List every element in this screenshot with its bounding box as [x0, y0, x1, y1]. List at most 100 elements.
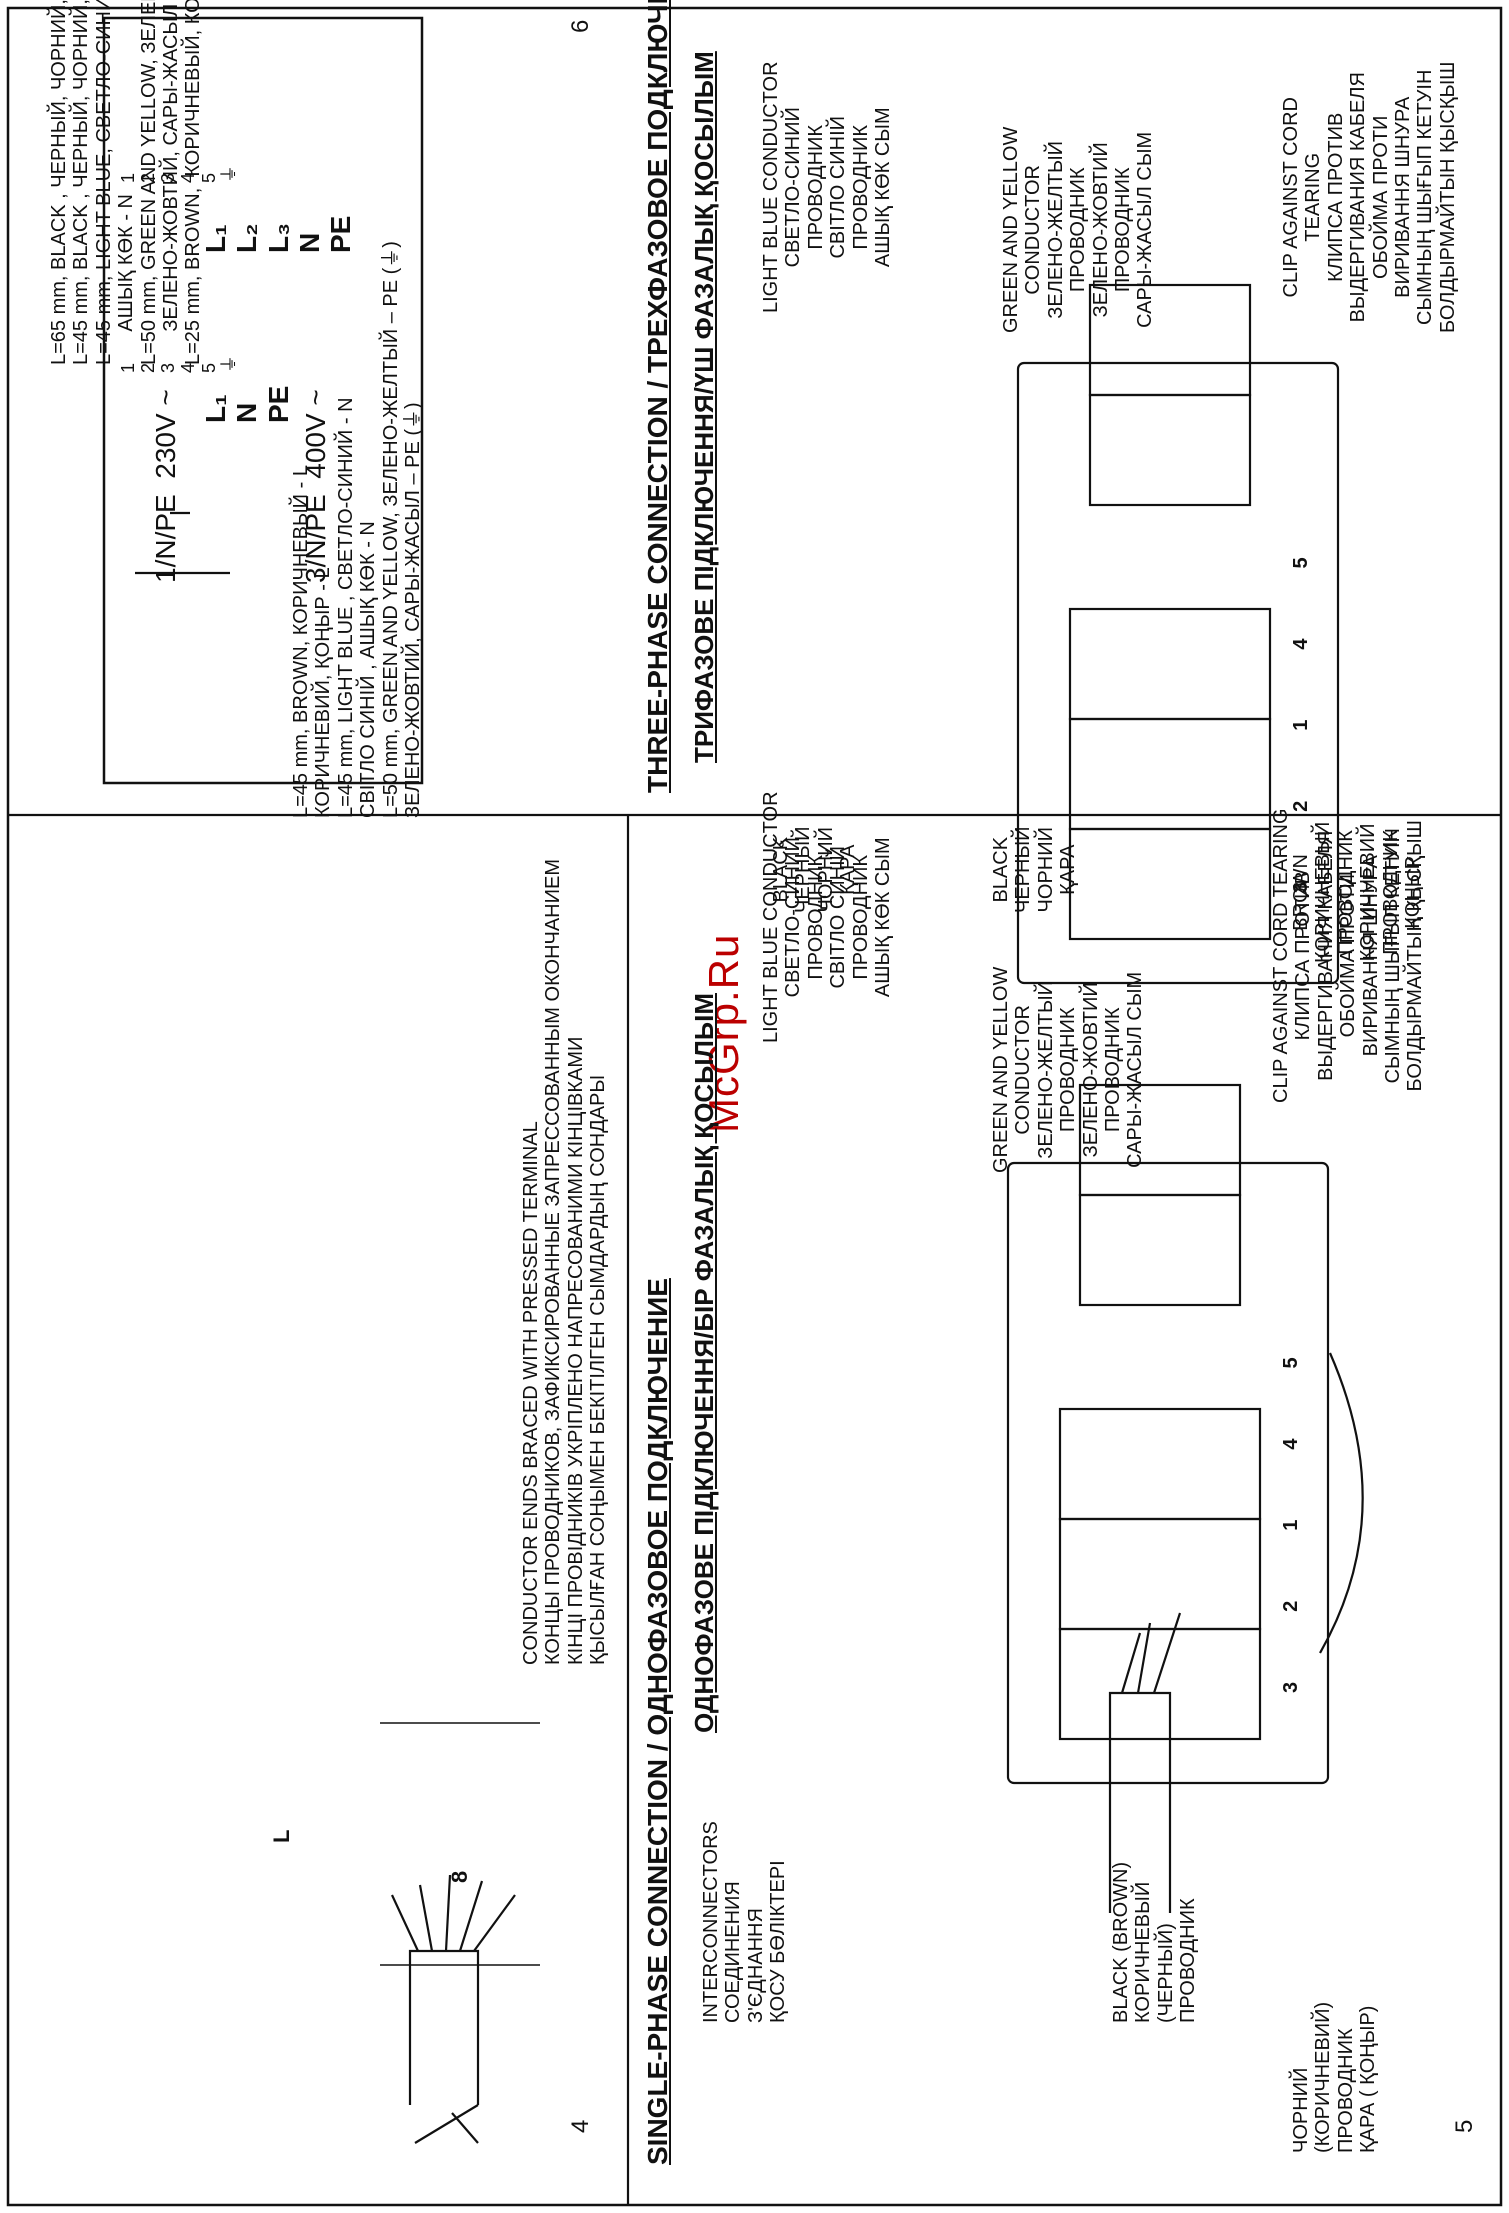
page-border — [6, 6, 1503, 2207]
schema-group-label: L₃ — [262, 222, 294, 253]
label-line: ВЫДЕРГИВАНИЯ КАБЕЛЯ — [1347, 72, 1370, 323]
label-line: CONDUCTOR — [1012, 1005, 1035, 1135]
cable3-length-line: L=50 mm, GREEN AND YELLOW, ЗЕЛЕНО-ЖЕЛТЫЙ… — [379, 241, 402, 818]
conductor-note-line: КІНЦІ ПРОВІДНИКІВ УКРІПЛЕНО НАПРЕСОВАНИМ… — [564, 1036, 587, 1665]
terminal-number: 5 — [1280, 1357, 1302, 1369]
label-line: ПРОВОДНИК — [1177, 1898, 1200, 2023]
three-phase-title: THREE-PHASE CONNECTION / ТРЕХФАЗОВОЕ ПОД… — [642, 0, 673, 793]
label-line: ПРОВОДНИК — [1111, 167, 1134, 293]
label-line: КОРИЧНЕВЫЙ — [1132, 1881, 1155, 2023]
label-line: ҚОСУ БӨЛІКТЕРІ — [767, 1860, 790, 2023]
label-line: ҚАРА — [837, 844, 860, 895]
label-line: ЧОРНИЙ — [1034, 827, 1057, 913]
ground-icon: ⏚ — [218, 355, 239, 373]
label-line: (ЧЕРНЫЙ) — [1154, 1923, 1177, 2023]
schema-terminal-number: 1 — [118, 362, 138, 373]
cable-length-line: L=45 mm, BLACK , ЧЕРНЫЙ, ЧОРНИЙ, ҚАРА - … — [70, 0, 93, 365]
terminal-number: 1 — [1280, 1519, 1302, 1531]
label-line: ПРОВОДНИК — [1057, 1007, 1080, 1133]
label-brown: BROWN КОРИЧНЕВЫЙ ПРОВОДНИК КОРИЧНЕВИЙ ПР… — [1290, 822, 1424, 963]
schema-group-label: N — [294, 232, 326, 253]
single-phase-title: SINGLE-PHASE CONNECTION / ОДНОФАЗОВОЕ ПО… — [642, 1278, 673, 2165]
label-black-1: BLACK ЧЕРНЫЙ ЧОРНИЙ ҚАРА — [770, 826, 860, 913]
terminal-number: 4 — [1280, 1438, 1302, 1450]
label-line: САРЫ-ЖАСЫЛ СЫМ — [1134, 131, 1157, 328]
page-number-left-top: 4 — [567, 2119, 594, 2133]
schema-box — [102, 16, 424, 785]
label-line: З'ЄДНАННЯ — [744, 1908, 767, 2023]
label-line: CLIP AGAINST CORD — [1280, 97, 1302, 298]
schema-terminal-number: 3 — [158, 362, 179, 373]
terminal-number: 4 — [1290, 638, 1312, 650]
cable3-length-line: ЗЕЛЕНО-ЖОВТИЙ, САРЫ-ЖАСЫЛ – PE (⏚) — [401, 402, 424, 818]
label-line: BLACK — [990, 836, 1012, 903]
label-line: ПРОВОДНИК — [849, 124, 872, 250]
conductor-note-line: CONDUCTOR ENDS BRACED WITH PRESSED TERMI… — [520, 1121, 542, 1665]
five-wire-cable-drawing — [380, 1722, 540, 2144]
strip-dimension-label: 8 — [447, 1870, 472, 1883]
schema-terminal-number: 5 — [198, 362, 219, 373]
single-phase-terminal-block — [1006, 1083, 1364, 1785]
label-line: СОЕДИНЕНИЯ — [722, 1881, 745, 2023]
terminal-number: 5 — [1290, 557, 1312, 569]
conductor-note: CONDUCTOR ENDS BRACED WITH PRESSED TERMI… — [520, 859, 610, 1665]
label-black-brown: BLACK (BROWN) КОРИЧНЕВЫЙ (ЧЕРНЫЙ) ПРОВОД… — [1110, 1862, 1200, 2023]
schema-single-groups: L₁ N PE — [200, 386, 294, 423]
conductor-note-line: КОНЦЫ ПРОВОДНИКОВ, ЗАФИКСИРОВАННЫЕ ЗАПРЕ… — [542, 859, 565, 1665]
terminal-number: 1 — [1290, 719, 1312, 731]
label-line: ПРОВОДНИК — [1101, 1007, 1124, 1133]
label-line: КОРИЧНЕВИЙ — [1357, 823, 1380, 962]
label-line: САРЫ-ЖАСЫЛ СЫМ — [1124, 971, 1147, 1168]
label-clip-three: CLIP AGAINST CORD TEARING КЛИПСА ПРОТИВ … — [1280, 61, 1459, 333]
three-phase-subtitle: ТРИФАЗОВЕ ПІДКЛЮЧЕННЯ/ҮШ ФАЗАЛЫҚ ҚОСЫЛЫМ — [689, 51, 719, 763]
label-line: ВИРИВАННЯ ШНУРА — [1391, 96, 1414, 298]
label-line: ЧЕРНЫЙ — [792, 826, 815, 913]
label-line: ЧОРНИЙ — [1290, 2067, 1312, 2153]
label-line: (КОРИЧНЕВИЙ) — [1312, 2001, 1335, 2153]
label-line: ЗЕЛЕНО-ЖЕЛТЫЙ — [1044, 140, 1067, 319]
schema-three-terminals: 1 2 3 4 5 ⏚ — [118, 165, 239, 183]
schema-group-label: L₁ — [200, 394, 231, 423]
label-line: ОБОЙМА ПРОТИ — [1369, 115, 1392, 279]
schema-terminal-number: 3 — [158, 172, 179, 183]
label-line: ЧЕРНЫЙ — [1012, 826, 1035, 913]
label-interconnectors: INTERCONNECTORS СОЕДИНЕНИЯ З'ЄДНАННЯ ҚОС… — [700, 1821, 790, 2023]
label-green-yellow-single: GREEN AND YELLOW CONDUCTOR ЗЕЛЕНО-ЖЕЛТЫЙ… — [990, 967, 1147, 1173]
label-line: СВІТЛО СИНІЙ — [827, 115, 850, 259]
label-line: ЗЕЛЕНО-ЖОВТИЙ — [1079, 982, 1102, 1158]
schema-three-groups: L₁ L₂ L₃ N PE — [200, 216, 357, 253]
label-black-2: BLACK ЧЕРНЫЙ ЧОРНИЙ ҚАРА — [990, 826, 1080, 913]
terminal-number: 2 — [1280, 1600, 1302, 1612]
label-line: ЗЕЛЕНО-ЖЕЛТЫЙ — [1034, 980, 1057, 1159]
label-line: ПРОВОДНИК — [1334, 830, 1357, 955]
schema-terminal-number: 4 — [178, 362, 199, 373]
schema-group-label: PE — [262, 385, 294, 423]
label-line: BROWN — [1290, 854, 1312, 931]
label-line: ПРОВОДНИК — [804, 124, 827, 250]
schema-terminal-number: 5 — [198, 172, 219, 183]
label-line: ПРОВОДНИК — [1379, 830, 1402, 955]
schema-single-terminals: 1 2 3 4 5 ⏚ — [118, 355, 239, 373]
label-light-blue-three: LIGHT BLUE CONDUCTOR СВЕТЛО-СИНИЙ ПРОВОД… — [760, 61, 894, 313]
conductor-note-line: ҚЫСЫЛҒАН СОҢЫМЕН БЕКІТІЛГЕН СЫМДАРДЫҢ СО… — [587, 1074, 610, 1665]
schema-terminal-number: 2 — [138, 172, 159, 183]
schema-group-label: PE — [325, 215, 357, 253]
label-line: GREEN AND YELLOW — [990, 966, 1012, 1173]
schema-group-label: L₂ — [231, 223, 263, 253]
single-terminal-numbers: 3 2 1 4 5 — [1280, 1357, 1303, 1693]
ground-icon: ⏚ — [218, 165, 239, 183]
three-wire-cable-drawing — [1108, 1612, 1182, 1913]
label-line: ПРОВОДНИК — [1067, 167, 1090, 293]
three-phase-terminal-block — [1016, 283, 1340, 985]
label-line: TEARING — [1302, 152, 1325, 242]
cable-length-line: L=45 mm, LIGHT BLUE, СВЕТЛО-СИНИЙ, СВІТЛ… — [92, 0, 115, 365]
cable3-length-line: СВІТЛО СИНІЙ , АШЫҚ КӨК - N — [357, 521, 380, 818]
label-line: INTERCONNECTORS — [700, 1821, 722, 2023]
label-line: ЗЕЛЕНО-ЖОВТИЙ — [1089, 142, 1112, 318]
label-chorniy: ЧОРНИЙ (КОРИЧНЕВИЙ) ПРОВОДНИК ҚАРА ( ҚОҢ… — [1290, 2002, 1380, 2153]
label-line: СВЕТЛО-СИНИЙ — [782, 107, 805, 268]
page-number-left-bottom: 5 — [1451, 2119, 1478, 2133]
schema-single-label: 1/N/PE 230V ~ — [150, 389, 181, 583]
